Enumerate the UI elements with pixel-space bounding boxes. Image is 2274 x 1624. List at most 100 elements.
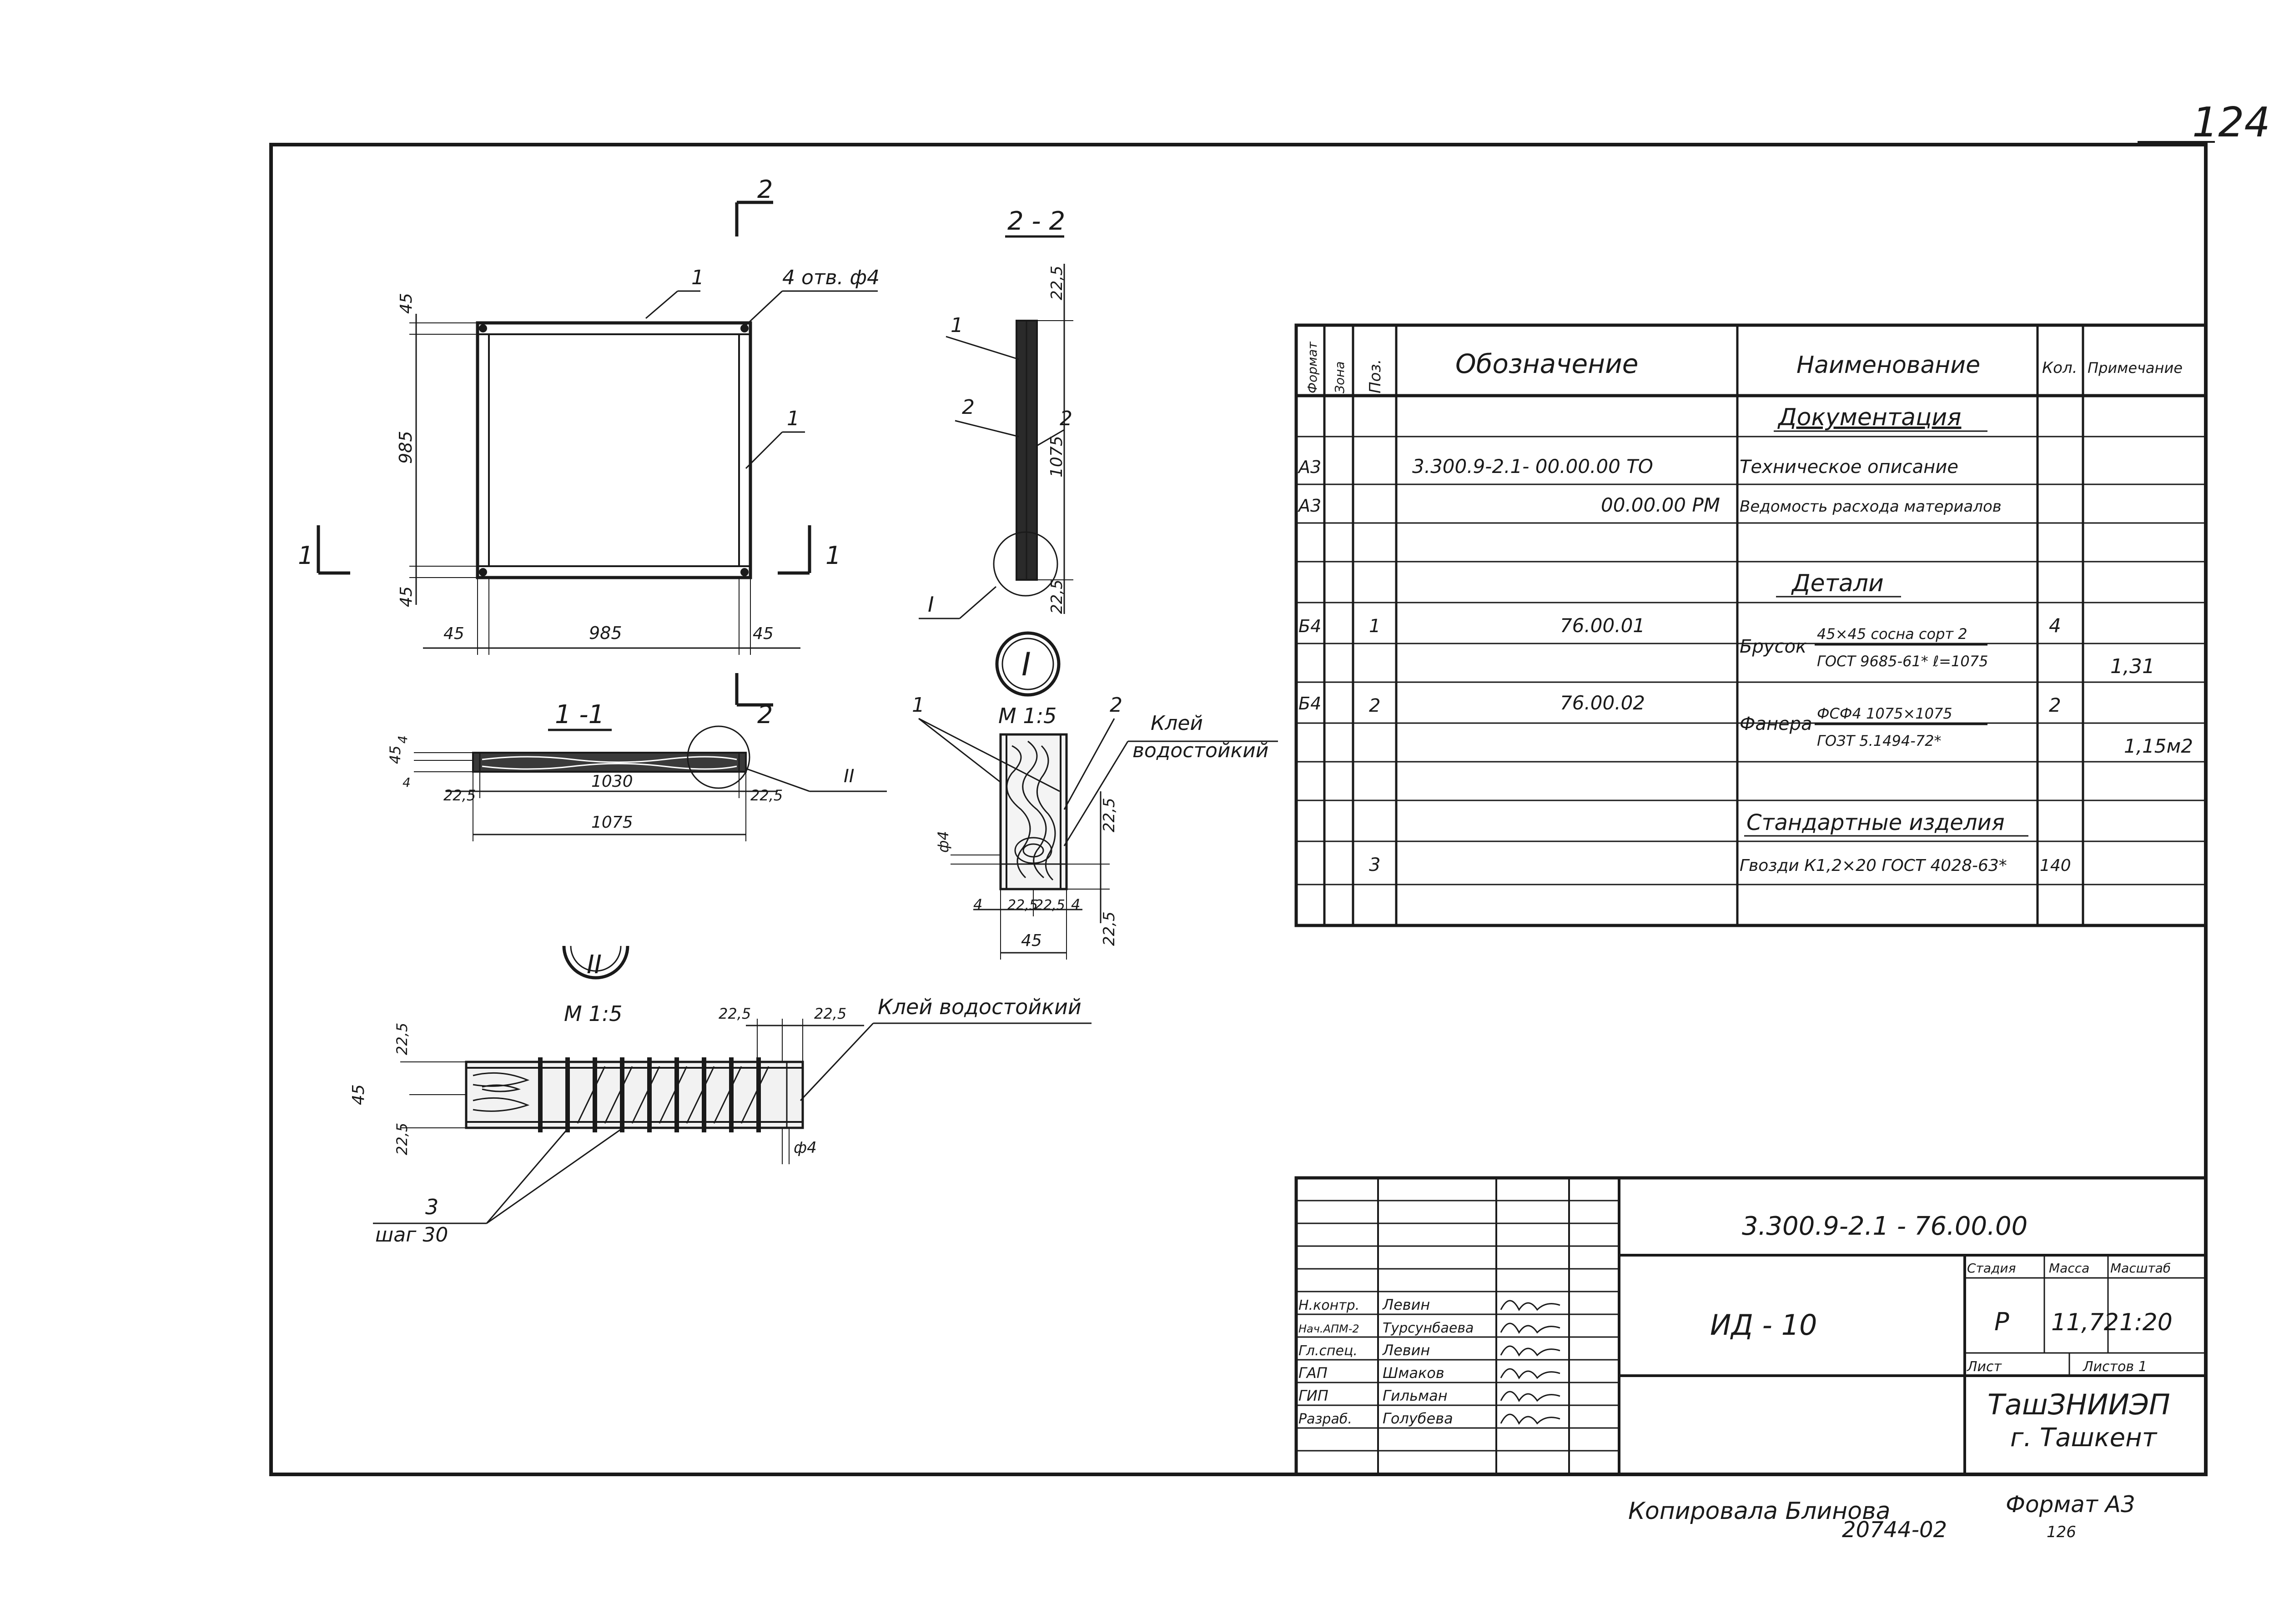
pos1-right: 1: [787, 407, 800, 430]
detail-I-dim-45: 45: [1021, 931, 1042, 950]
std1-qty: 140: [2040, 856, 2071, 875]
dim-left-top: 45: [397, 293, 416, 314]
det2-glue: Клей водостойкий: [878, 995, 1082, 1019]
dim-22-5-top: 22,5: [1048, 266, 1066, 300]
dim-left-mid: 985: [396, 431, 416, 464]
part1-note: 1,31: [2110, 655, 2155, 678]
doc2-designation: 00.00.00 РМ: [1601, 494, 1720, 516]
detail-I-dim-4-left: 4: [973, 896, 982, 913]
tb-name-4: Гильман: [1383, 1387, 1448, 1404]
doc1-designation: 3.300.9-2.1- 00.00.00 ТО: [1412, 455, 1653, 478]
tb-mass: 11,72: [2051, 1309, 2119, 1336]
tb-designation: 3.300.9-2.1 - 76.00.00: [1742, 1212, 2027, 1241]
part2-designation: 76.00.02: [1560, 692, 1645, 714]
detail-I-dim-4-right: 4: [1071, 896, 1080, 913]
sec1-dim-1030: 1030: [591, 772, 633, 791]
pos1-top: 1: [691, 266, 704, 289]
section-mark-2-bottom: 2: [757, 700, 773, 729]
doc2-format: А3: [1297, 496, 1321, 516]
det2-phi4: ф4: [794, 1139, 817, 1157]
section-2-2-title: 2 - 2: [1007, 206, 1065, 236]
detail-I-scale: М 1:5: [998, 704, 1057, 728]
section-1-1-title: 1 -1: [555, 700, 604, 729]
detail-I-mark: I: [1021, 646, 1031, 683]
dim-22-5-bottom: 22,5: [1048, 579, 1066, 614]
section-mark-1-right: 1: [825, 541, 841, 570]
tb-role-0: Н.контр.: [1298, 1297, 1359, 1313]
tb-name-3: Шмаков: [1383, 1364, 1444, 1382]
sec1-dim-45: 45: [387, 745, 404, 764]
footer-small: 126: [2047, 1523, 2076, 1541]
sheet-number: 124: [2192, 99, 2270, 146]
dim-bottom-mid: 985: [589, 623, 622, 643]
doc1-format: А3: [1297, 457, 1321, 477]
detail-I-pos2: 2: [1110, 694, 1122, 717]
det2-dim-22-b: 22,5: [814, 1005, 846, 1022]
tb-org2: г. Ташкент: [2010, 1423, 2158, 1453]
detail-I-glue-2: водостойкий: [1132, 739, 1268, 762]
tb-scale-label: Масштаб: [2110, 1261, 2171, 1276]
section-2-2: 2 - 2 22,5 1075 22,5 1 2 2 I: [919, 206, 1073, 619]
hdr-qty: Кол.: [2042, 359, 2077, 377]
part1-name-a: Брусок: [1740, 636, 1806, 657]
detail-I-dim-top: 22,5: [1100, 798, 1118, 832]
detail-II: II М 1:5: [349, 945, 1092, 1247]
part1-pos: 1: [1369, 616, 1380, 637]
section-mark-2-top: 2: [757, 175, 773, 204]
hdr-zone: Зона: [1332, 361, 1347, 393]
tb-role-3: ГАП: [1298, 1364, 1328, 1382]
section-parts: Детали: [1791, 570, 1884, 597]
tb-mass-label: Масса: [2049, 1261, 2089, 1276]
detail-II-scale: М 1:5: [564, 1001, 622, 1026]
part2-name-c: ГОЗТ 5.1494-72*: [1817, 732, 1941, 749]
detail-II-mark: II: [587, 950, 602, 980]
tb-sheet-label: Лист: [1967, 1359, 2002, 1375]
detail-I-dim-22a: 22,5: [1007, 897, 1038, 913]
callout-I-label: I: [928, 592, 934, 617]
tb-scale: 1:20: [2119, 1309, 2173, 1336]
section-std: Стандартные изделия: [1746, 810, 2005, 835]
std1-name: Гвозди К1,2×20 ГОСТ 4028-63*: [1740, 856, 2007, 875]
tb-name-2: Левин: [1382, 1342, 1430, 1359]
dim-bottom-right: 45: [753, 624, 774, 643]
part2-format: Б4: [1298, 694, 1321, 714]
doc1-name: Техническое описание: [1740, 457, 1958, 478]
footer-number: 20744-02: [1842, 1517, 1947, 1543]
part2-name-a: Фанера: [1740, 714, 1812, 734]
section-1-1: 1 -1 45 4 4 22,5 1030 22,5 1075 II: [387, 700, 887, 841]
part2-name-b: ФСФ4 1075×1075: [1817, 705, 1952, 722]
part1-name-c: ГОСТ 9685-61* ℓ=1075: [1817, 653, 1988, 670]
det2-dim-22-top: 22,5: [393, 1023, 411, 1055]
tb-name-1: Турсунбаева: [1383, 1320, 1474, 1336]
det2-dim-22-a: 22,5: [719, 1005, 751, 1022]
part1-qty: 4: [2049, 614, 2061, 637]
pos2-right-section: 2: [1060, 407, 1072, 430]
detail-I: I М 1:5 1 2 Клей водостойкий 22,5 22,5 ф…: [912, 631, 1278, 960]
footer-format: Формат А3: [2006, 1491, 2135, 1518]
holes-note: 4 отв. ф4: [782, 266, 880, 289]
hdr-note: Примечание: [2088, 359, 2183, 377]
det2-pos3: 3: [425, 1195, 438, 1219]
part2-note: 1,15м2: [2124, 735, 2193, 757]
pos2-left-section: 2: [962, 396, 975, 419]
detail-I-phi4: ф4: [935, 831, 952, 853]
sheet-frame: [269, 143, 2208, 1476]
tb-name-5: Голубева: [1383, 1410, 1453, 1427]
det2-dim-22-bottom: 22,5: [393, 1123, 411, 1155]
front-view: 45 985 45 45 985 45 1 1 4 отв. ф4 2 2 1: [298, 175, 880, 729]
det2-pitch: шаг 30: [375, 1223, 448, 1247]
part2-qty: 2: [2049, 694, 2061, 716]
part2-pos: 2: [1369, 695, 1380, 716]
hdr-designation: Обозначение: [1455, 348, 1638, 379]
tb-stage: Р: [1994, 1307, 2009, 1336]
part1-designation: 76.00.01: [1560, 614, 1645, 637]
footer: Копировала Блинова 20744-02 Формат А3 12…: [1628, 1491, 2135, 1543]
detail-I-glue-1: Клей: [1151, 712, 1203, 735]
hdr-pos: Поз.: [1366, 359, 1384, 393]
callout-II-label: II: [844, 766, 855, 787]
sec1-dim-4-top: 4: [395, 735, 410, 744]
det2-dim-45: 45: [349, 1084, 368, 1105]
tb-role-2: Гл.спец.: [1298, 1343, 1358, 1359]
hdr-format: Формат: [1305, 342, 1320, 393]
